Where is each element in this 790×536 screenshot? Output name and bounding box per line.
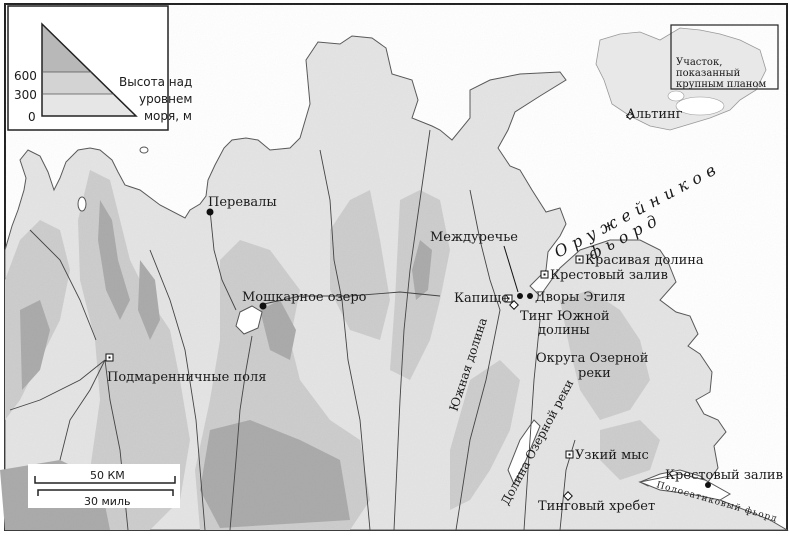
label-tingovy[interactable]: Тинговый хребет xyxy=(538,499,655,514)
inset-area-label-line3: крупным планом xyxy=(676,79,766,90)
label-ting-line2[interactable]: долины xyxy=(538,323,590,338)
krestovy2-dot-icon[interactable] xyxy=(705,482,711,488)
legend-label-line2: уровнем xyxy=(139,92,192,106)
inset-map: Участок, показанный крупным планом Альти… xyxy=(595,24,779,131)
inset-area-label-line2: показанный xyxy=(676,68,741,79)
legend-tick-300: 300 xyxy=(14,88,37,102)
perevaly-dot-icon[interactable] xyxy=(206,208,214,216)
place-labels: Перевалы Мошкарное озеро Подмаренничные … xyxy=(107,195,783,514)
label-ting-line1[interactable]: Тинг Южной xyxy=(520,309,610,324)
althing-label[interactable]: Альтинг xyxy=(626,107,683,122)
label-mezhdurechye[interactable]: Междуречье xyxy=(430,230,518,245)
scale-km-bar xyxy=(34,476,176,484)
legend-tick-600: 600 xyxy=(14,69,37,83)
place-markers xyxy=(105,208,711,501)
moshkarnoe-dot-icon[interactable] xyxy=(259,302,267,310)
label-moshkarnoe[interactable]: Мошкарное озеро xyxy=(242,290,367,305)
label-krestovy2[interactable]: Крестовый залив xyxy=(665,468,783,483)
label-perevaly[interactable]: Перевалы xyxy=(208,195,277,210)
scale-km-label: 50 КМ xyxy=(90,469,125,482)
legend-tick-0: 0 xyxy=(28,110,36,124)
scale-bar: 50 КМ 30 миль xyxy=(28,464,180,508)
label-uzky-mys[interactable]: Узкий мыс xyxy=(575,448,649,463)
label-krestovy1[interactable]: Крестовый залив xyxy=(550,268,668,283)
mezhdurechye-leader-line xyxy=(503,245,519,293)
label-okruga-line1[interactable]: Округа Озерной xyxy=(536,351,648,366)
inset-area-label-line1: Участок, xyxy=(676,57,722,68)
mezhdurechye-dot-icon[interactable] xyxy=(517,293,523,299)
althing-marker-icon xyxy=(625,111,635,120)
ting-diamond-icon[interactable] xyxy=(509,300,519,310)
label-podmarennichnye[interactable]: Подмаренничные поля xyxy=(107,370,266,385)
legend-label-line3: моря, м xyxy=(144,109,192,123)
inset-highlight-box xyxy=(670,24,779,90)
label-okruga-line2[interactable]: реки xyxy=(578,366,611,381)
dvory-egilya-dot-icon[interactable] xyxy=(527,293,533,299)
scale-miles-label: 30 миль xyxy=(84,495,130,508)
elevation-legend: 600 300 0 Высота над уровнем моря, м xyxy=(7,5,192,131)
scale-mile-bar xyxy=(37,489,174,496)
label-krasivaya[interactable]: Красивая долина xyxy=(585,253,704,268)
rivers xyxy=(9,129,576,531)
legend-label-line1: Высота над xyxy=(119,75,192,89)
label-dvory-egilya[interactable]: Дворы Эгиля xyxy=(535,290,625,305)
tingovy-diamond-icon[interactable] xyxy=(563,491,573,501)
lakes xyxy=(77,28,731,501)
label-kapishche[interactable]: Капище xyxy=(454,291,509,306)
